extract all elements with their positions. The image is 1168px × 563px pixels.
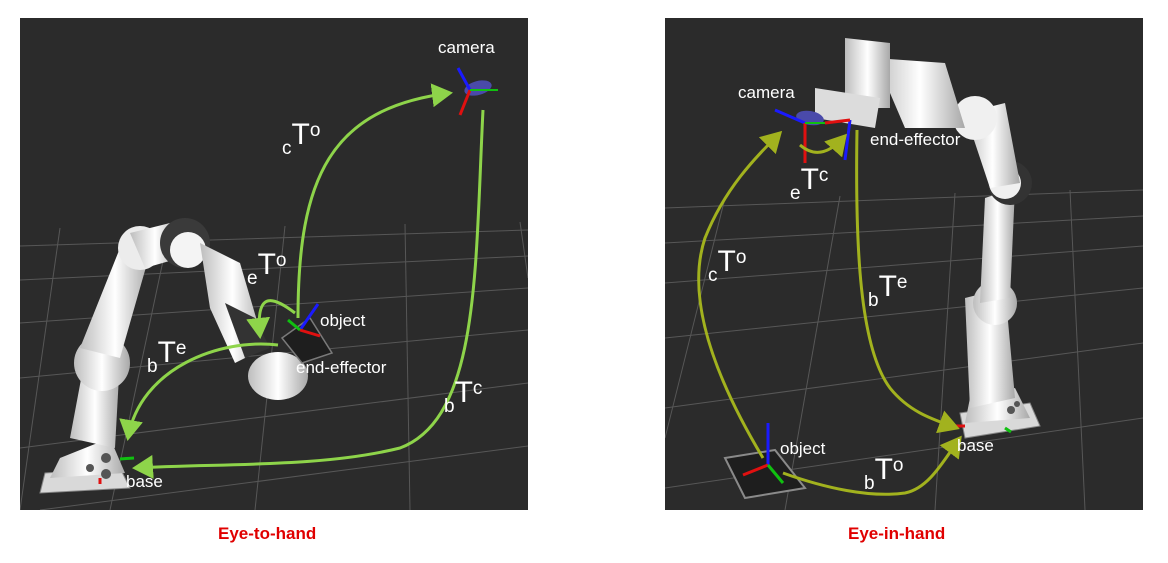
arrow-e-T-c [799, 133, 847, 158]
caption-eye-in-hand: Eye-in-hand [848, 524, 946, 543]
camera-label: camera [438, 38, 495, 57]
transform-arrows [119, 83, 485, 479]
camera-model [774, 108, 830, 163]
robot-arm [815, 38, 1041, 439]
transform-arrows [697, 129, 962, 496]
caption-eye-to-hand: Eye-to-hand [218, 524, 317, 543]
floor-grid [665, 189, 1143, 510]
transform-e-T-o: eTo [247, 248, 287, 290]
arrow-b-T-e [855, 129, 960, 434]
transform-b-T-e: bTe [147, 336, 187, 378]
object-plate [280, 316, 334, 364]
end-effector-frame-axes [824, 118, 852, 161]
arrow-c-T-o [296, 83, 453, 319]
transform-c-T-o: cTo [282, 118, 321, 160]
transform-b-T-c: bTc [444, 376, 483, 418]
arrow-b-T-c [132, 109, 485, 479]
base-frame-axes [98, 456, 135, 484]
base-label: base [957, 436, 994, 455]
transform-b-T-o: bTo [864, 453, 904, 495]
object-frame-axes [287, 303, 321, 338]
end-effector-label: end-effector [296, 358, 387, 377]
camera-label: camera [738, 83, 795, 102]
end-effector-label: end-effector [870, 130, 961, 149]
robot-arm [39, 218, 308, 494]
eye-to-hand-panel: camera object end-effector base cTo eTo … [20, 18, 528, 510]
camera-model [456, 67, 498, 116]
arrow-c-T-o [697, 130, 783, 459]
eye-to-hand-scene [20, 67, 528, 510]
object-frame-axes [742, 423, 785, 484]
eye-in-hand-panel: camera end-effector object base eTc cTo … [665, 18, 1143, 510]
object-label: object [780, 439, 826, 458]
transform-b-T-e: bTe [868, 270, 908, 312]
transform-e-T-c: eTc [790, 163, 829, 205]
object-label: object [320, 311, 366, 330]
base-label: base [126, 472, 163, 491]
arrow-e-T-o [246, 299, 296, 339]
eye-in-hand-scene [665, 38, 1143, 510]
arrow-b-T-o [782, 435, 962, 496]
transform-c-T-o: cTo [708, 245, 747, 287]
arrow-b-T-e [119, 342, 279, 441]
